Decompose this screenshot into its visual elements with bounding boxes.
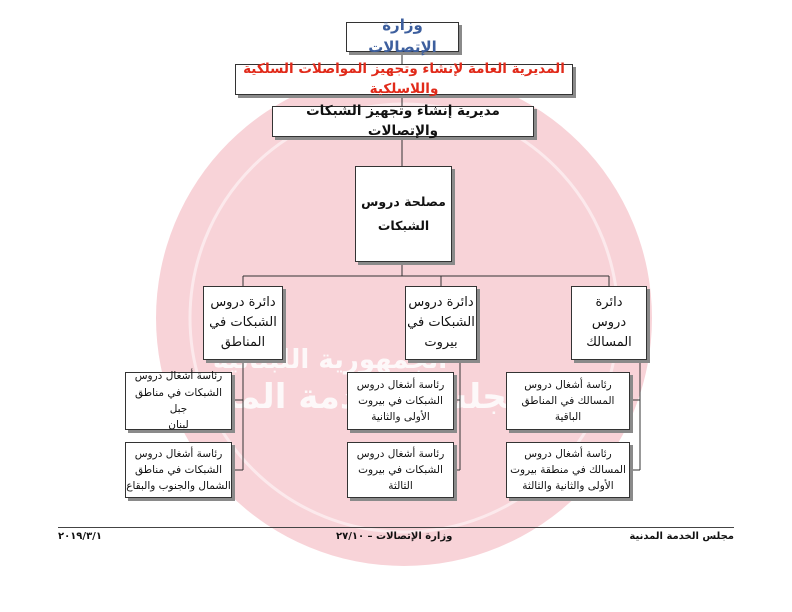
directorate-title: مديرية إنشاء وتجهيز الشبكات والإتصالات — [306, 102, 500, 139]
section-routes-beirut-line-2: المسالك في منطقة بيروت — [510, 463, 626, 476]
section-mount-lebanon-line-2: الشبكات في مناطق جبل — [134, 386, 223, 415]
section-beirut-3-line-1: رئاسة أشغال دروس — [356, 447, 445, 460]
section-mount-lebanon-box: رئاسة أشغال دروس الشبكات في مناطق جبل لب… — [125, 370, 232, 432]
department-beirut-line-3: بيروت — [424, 335, 458, 351]
section-routes-beirut-box: رئاسة أشغال دروس المسالك في منطقة بيروت … — [506, 442, 630, 498]
department-regions-line-2: الشبكات في — [209, 314, 277, 330]
footer-divider — [58, 527, 734, 528]
service-title-line-2: الشبكات — [377, 218, 430, 233]
directorate-box: مديرية إنشاء وتجهيز الشبكات والإتصالات — [272, 103, 534, 139]
section-beirut-1-2-line-3: الأولى والثانية — [371, 411, 430, 424]
ministry-title: وزارة الإتصالات — [368, 16, 437, 56]
ministry-box: وزارة الإتصالات — [346, 16, 459, 56]
general-directorate-box: المديرية العامة لإنشاء وتجهيز المواصلات … — [235, 61, 573, 97]
section-north-south-bekaa-line-3: الشمال والجنوب والبقاع — [126, 480, 231, 493]
section-beirut-1-2-line-2: الشبكات في بيروت — [358, 394, 443, 407]
general-directorate-title: المديرية العامة لإنشاء وتجهيز المواصلات … — [243, 60, 565, 97]
section-routes-remaining-line-2: المسالك في المناطق الباقية — [521, 394, 615, 424]
department-beirut-box: دائرة دروس الشبكات في بيروت — [405, 286, 477, 360]
department-regions-line-3: المناطق — [220, 335, 266, 351]
section-beirut-3-box: رئاسة أشغال دروس الشبكات في بيروت الثالث… — [347, 442, 454, 498]
section-beirut-1-2-line-1: رئاسة أشغال دروس — [356, 378, 445, 391]
section-routes-remaining-line-1: رئاسة أشغال دروس — [524, 378, 612, 391]
footer-page-ref: وزارة الإتصالات – ٢٧/١٠ — [336, 531, 453, 542]
department-routes-box: دائرة دروس المسالك — [571, 286, 647, 360]
network-studies-service-box: مصلحة دروس الشبكات — [355, 166, 452, 262]
department-routes-line-3: المسالك — [586, 335, 632, 351]
section-mount-lebanon-line-1: رئاسة أشغال دروس — [134, 370, 223, 383]
department-beirut-line-2: الشبكات في — [407, 314, 475, 330]
section-north-south-bekaa-line-2: الشبكات في مناطق — [134, 463, 223, 476]
section-routes-beirut-line-1: رئاسة أشغال دروس — [524, 447, 612, 460]
department-routes-line-1: دائرة — [595, 294, 623, 310]
footer-council-name: مجلس الخدمة المدنية — [629, 531, 734, 542]
section-north-south-bekaa-box: رئاسة أشغال دروس الشبكات في مناطق الشمال… — [125, 442, 232, 498]
section-beirut-3-line-3: الثالثة — [388, 480, 413, 493]
footer-date: ٢٠١٩/٣/١ — [58, 531, 102, 542]
section-routes-remaining-box: رئاسة أشغال دروس المسالك في المناطق البا… — [506, 372, 630, 430]
section-routes-beirut-line-3: الأولى والثانية والثالثة — [522, 480, 614, 493]
department-beirut-line-1: دائرة دروس — [408, 294, 474, 310]
section-mount-lebanon-line-3: لبنان — [168, 419, 189, 432]
service-title-line-1: مصلحة دروس — [361, 194, 446, 210]
department-regions-line-1: دائرة دروس — [210, 294, 276, 310]
department-routes-line-2: دروس — [591, 314, 627, 330]
section-beirut-1-2-box: رئاسة أشغال دروس الشبكات في بيروت الأولى… — [347, 372, 454, 430]
department-regions-box: دائرة دروس الشبكات في المناطق — [203, 286, 283, 360]
section-north-south-bekaa-line-1: رئاسة أشغال دروس — [134, 447, 223, 460]
section-beirut-3-line-2: الشبكات في بيروت — [358, 463, 443, 476]
